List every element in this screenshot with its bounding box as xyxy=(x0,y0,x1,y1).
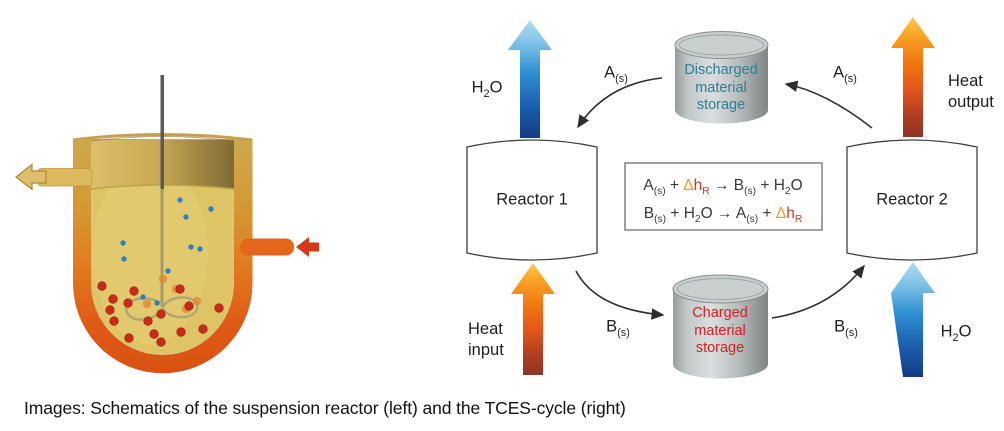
reactor2-label: Reactor 2 xyxy=(876,191,948,210)
image-caption: Images: Schematics of the suspension rea… xyxy=(24,398,626,419)
h2o-label-bottom-right: H2O xyxy=(941,323,972,342)
inlet-arrow-icon xyxy=(296,237,319,257)
heat-input-label: Heat input xyxy=(468,319,504,361)
cycle-arrow-storage-to-reactor2 xyxy=(772,266,864,318)
suspension-reactor-illustration xyxy=(0,0,430,400)
cycle-arrow-reactor1-to-storage xyxy=(576,271,663,315)
inlet-pipe xyxy=(240,239,294,256)
equation-line-1: A(s) + ΔhR → B(s) + H2O xyxy=(643,177,802,195)
charged-storage-label: Charged material storage xyxy=(692,305,748,358)
a-solid-label-top-right: A(s) xyxy=(833,64,857,83)
h2o-supply-arrow xyxy=(891,262,935,377)
b-solid-label-bottom-left: B(s) xyxy=(606,318,630,337)
cycle-arrow-storage-to-reactor1 xyxy=(578,78,662,127)
heat-output-arrow xyxy=(891,17,935,137)
b-solid-label-bottom-right: B(s) xyxy=(834,318,858,337)
a-solid-label-top-left: A(s) xyxy=(604,64,628,83)
stirrer-shaft xyxy=(161,75,165,189)
cycle-arrow-reactor2-to-storage xyxy=(786,84,872,128)
equation-line-2: B(s) + H2O → A(s) + ΔhR xyxy=(644,205,802,223)
discharged-storage-label: Discharged material storage xyxy=(684,62,757,115)
heat-input-arrow xyxy=(511,263,555,375)
reactor1-label: Reactor 1 xyxy=(496,191,568,210)
heat-output-label: Heat output xyxy=(948,71,994,113)
h2o-label-top-left: H2O xyxy=(472,79,503,98)
h2o-release-arrow xyxy=(508,20,552,138)
